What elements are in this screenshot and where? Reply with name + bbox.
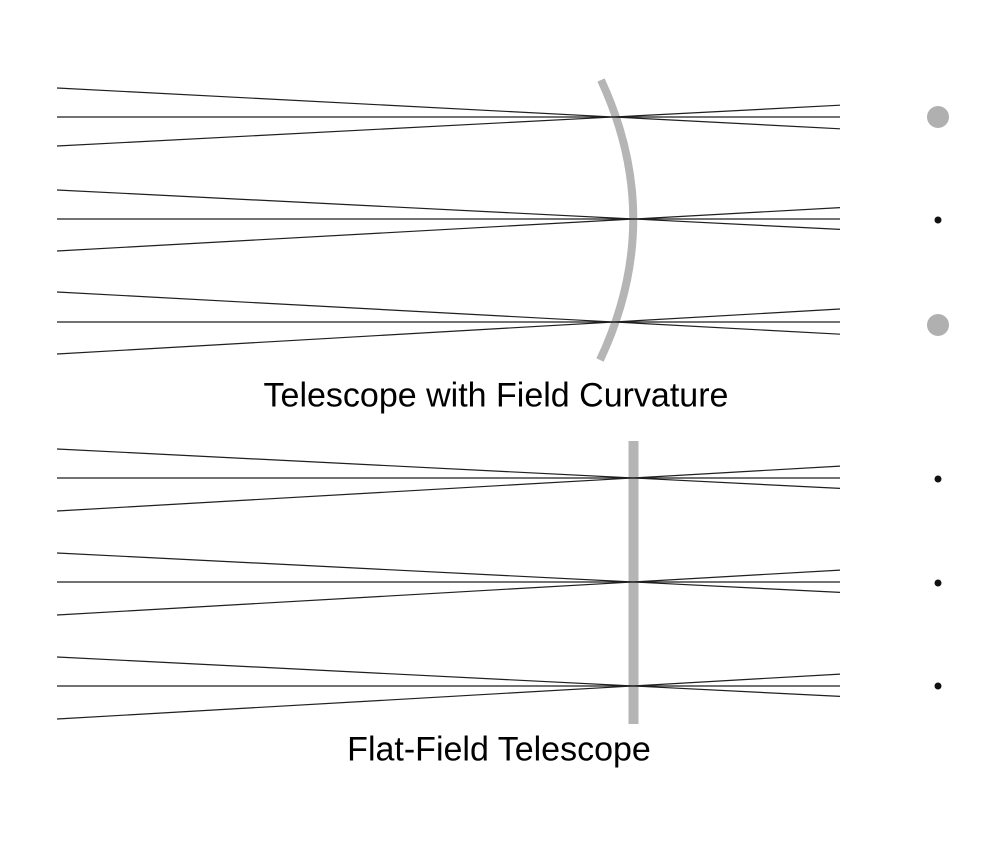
sharp-image-dot bbox=[934, 579, 942, 587]
ray-line bbox=[56, 656, 841, 697]
ray-line bbox=[56, 87, 841, 130]
blurred-image-dot bbox=[927, 314, 949, 336]
ray-line bbox=[56, 552, 841, 593]
ray-line bbox=[56, 207, 841, 252]
ray-line bbox=[56, 569, 841, 616]
caption-field-curvature: Telescope with Field Curvature bbox=[263, 376, 729, 415]
ray-line bbox=[56, 189, 841, 230]
sharp-image-dot bbox=[934, 682, 942, 690]
ray-line bbox=[56, 104, 841, 147]
ray-line bbox=[56, 291, 841, 335]
caption-flat-field: Flat-Field Telescope bbox=[347, 730, 651, 769]
ray-line bbox=[56, 448, 841, 489]
sharp-image-dot bbox=[934, 475, 942, 483]
ray-line bbox=[56, 308, 841, 355]
sharp-image-dot bbox=[934, 216, 942, 224]
ray-line bbox=[56, 465, 841, 512]
ray-line bbox=[56, 673, 841, 720]
blurred-image-dot bbox=[927, 106, 949, 128]
